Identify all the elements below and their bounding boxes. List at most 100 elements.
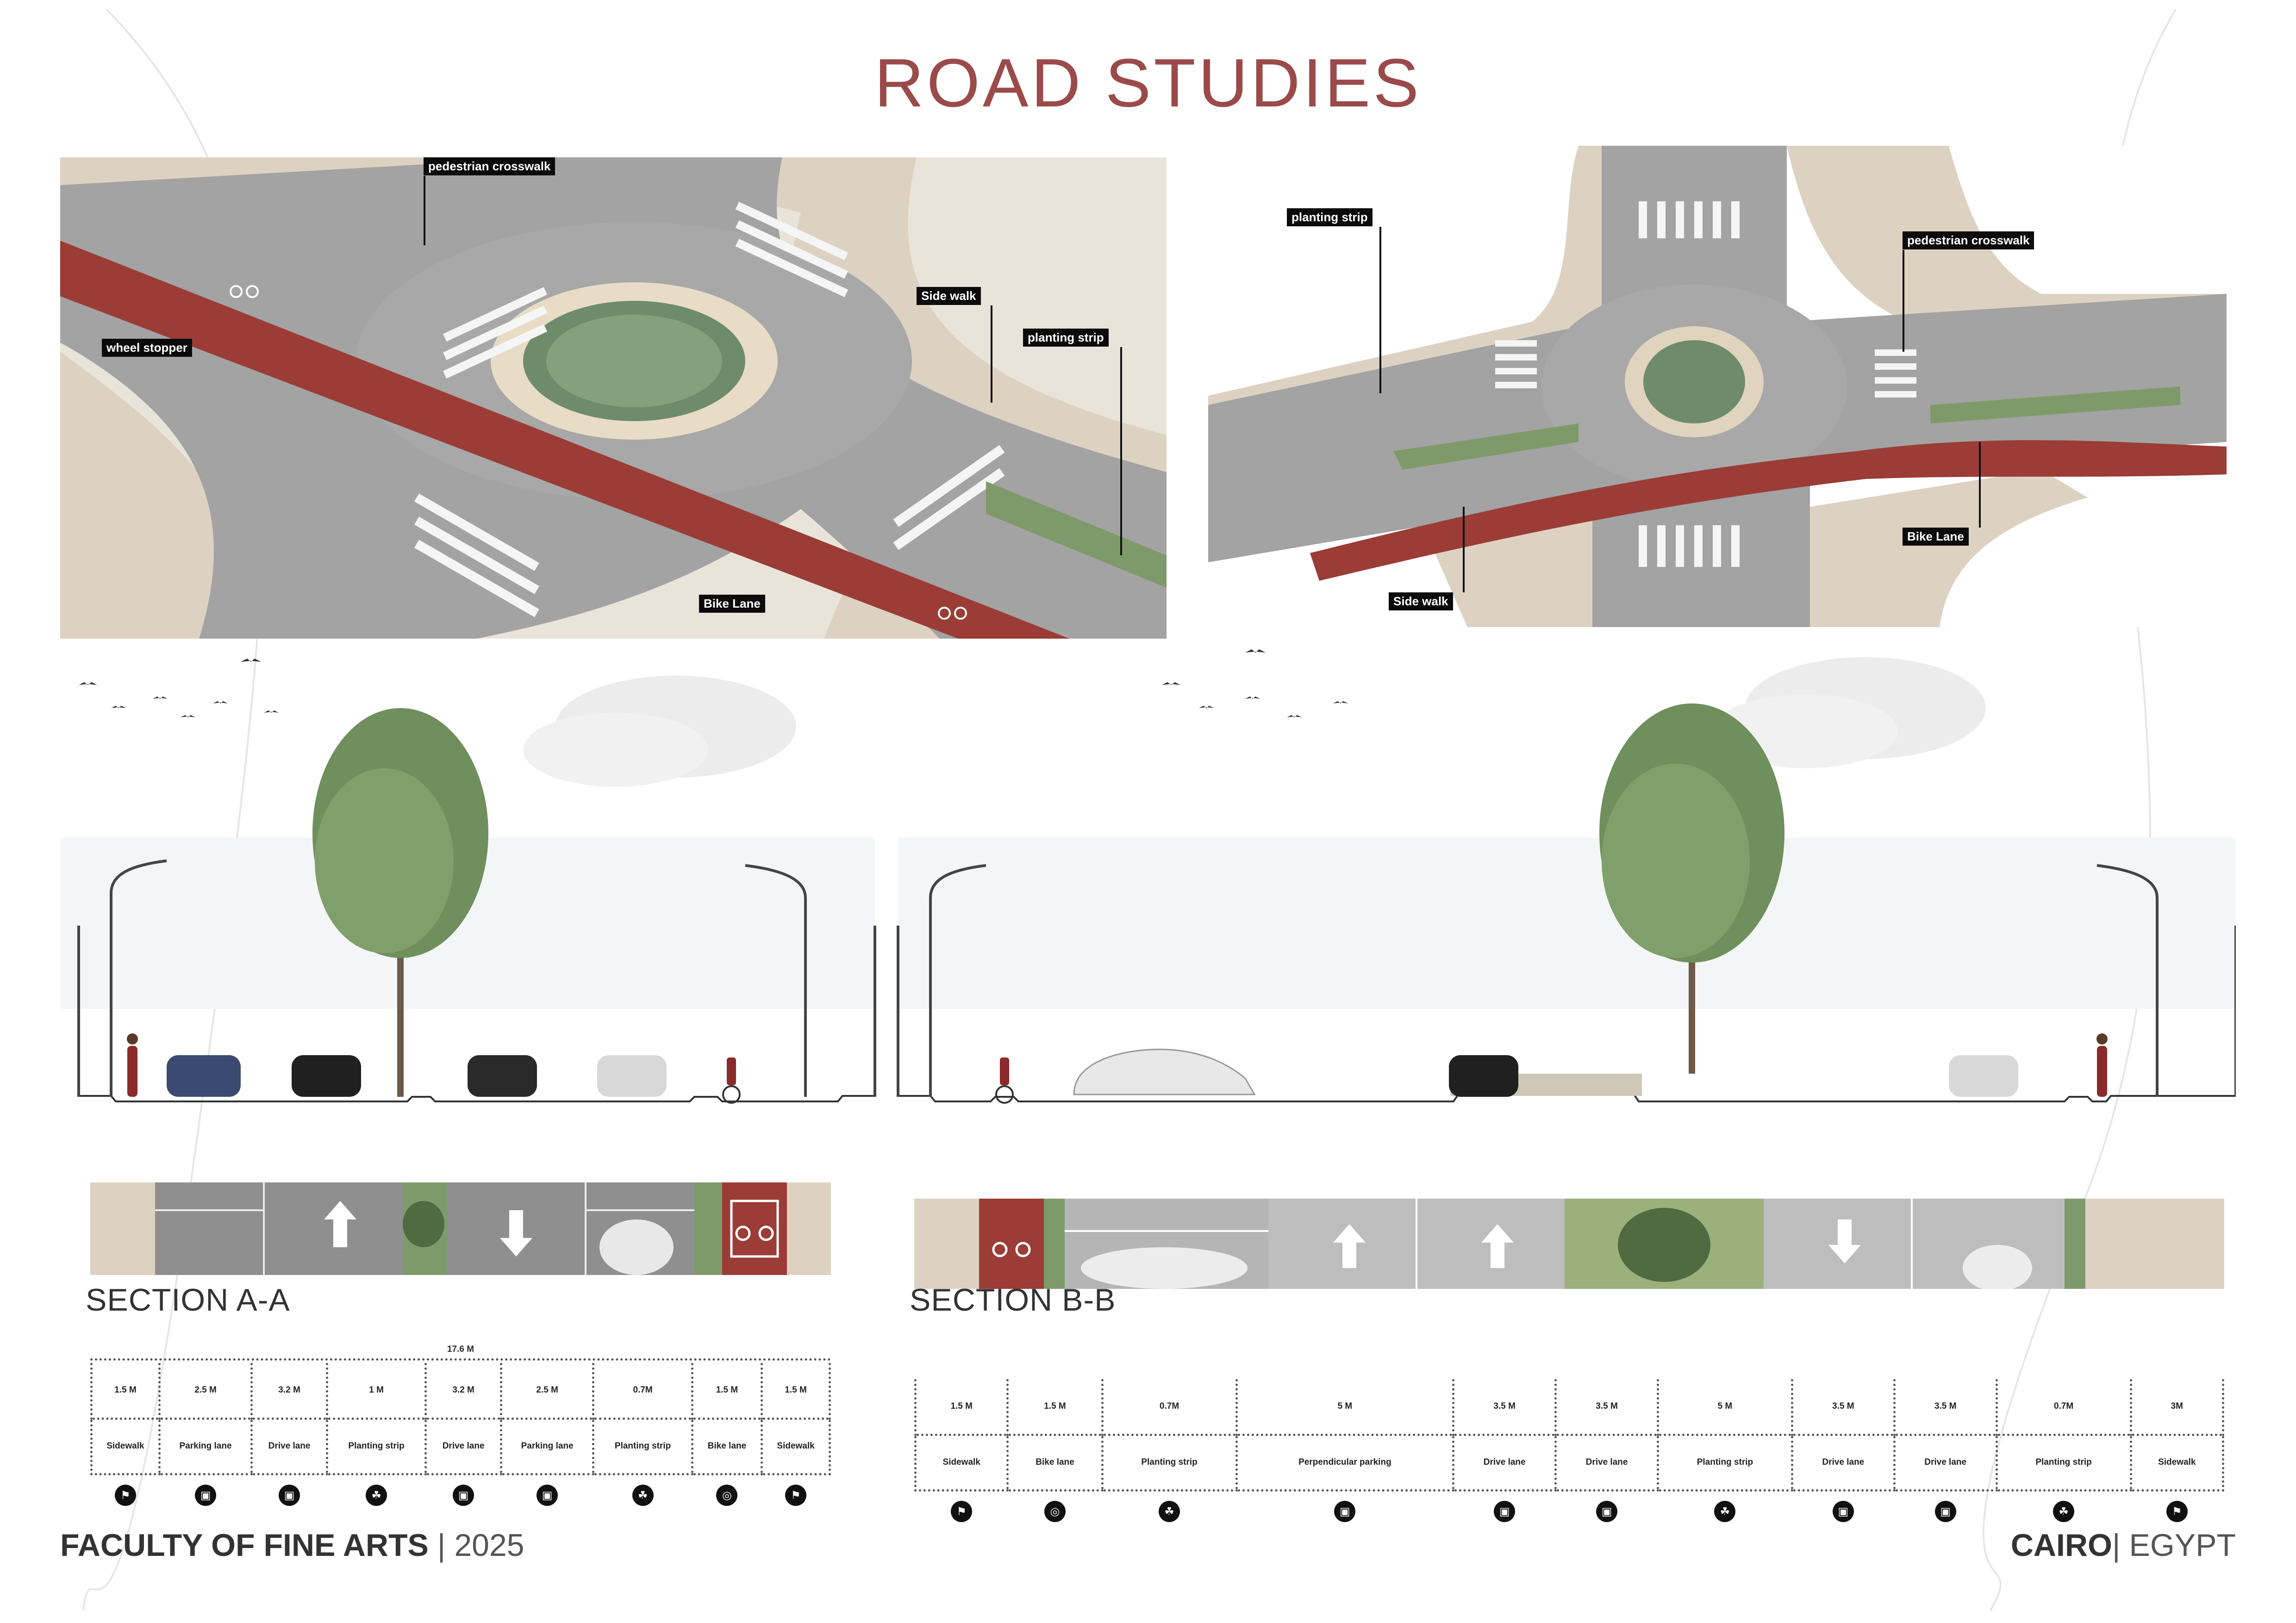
dimension-label: Planting strip [1101,1433,1236,1492]
dimension-width: 0.7M [1995,1379,2131,1435]
dimension-icon-cell: ▣ [426,1474,501,1516]
dimension-icon-cell: ▣ [159,1474,251,1516]
dimension-label: Drive lane [424,1417,501,1475]
dimension-width: 3.5 M [1554,1379,1658,1435]
footer-city: CAIRO [2010,1528,2112,1563]
dimension-label: Sidewalk [761,1417,831,1475]
dimension-icon-cell: ▣ [1792,1490,1894,1532]
dimension-label: Bike lane [691,1417,762,1475]
plan-strip-section-b [914,1199,2224,1289]
callout-planting-strip: planting strip [1287,208,1373,226]
dimension-label: Planting strip [1656,1433,1792,1492]
dimension-icon-row: ⚑ ◎ ☘ ▣ ▣ ▣ ☘ ▣ ▣ ☘ ⚑ [916,1490,2223,1532]
section-a-total-width: 17.6 M [447,1344,474,1354]
car-icon: ▣ [1334,1501,1356,1523]
bike-icon: ◎ [716,1485,738,1506]
section-a-total-line [90,1358,831,1361]
callout-pedestrian-crosswalk: pedestrian crosswalk [1903,231,2034,249]
leader-line [1903,250,1904,352]
dimension-label: Sidewalk [914,1433,1008,1492]
footer-separator: | [2112,1528,2121,1563]
dimension-label: Drive lane [1452,1433,1556,1492]
dimension-width: 1.5 M [1006,1379,1103,1435]
dimension-label: Planting strip [592,1417,693,1475]
plan-left-drawing [60,157,1167,639]
dimension-label: Bike lane [1006,1433,1103,1492]
plan-right-intersection: planting strip pedestrian crosswalk Bike… [1208,146,2227,627]
dimension-label: Sidewalk [2129,1433,2224,1492]
car-icon: ▣ [537,1485,558,1506]
dimension-icon-cell: ▣ [1556,1490,1658,1532]
cars-section-b [1073,1049,2018,1097]
dimension-label: Perpendicular parking [1235,1433,1454,1492]
dimension-icon-cell: ▣ [1236,1490,1454,1532]
leader-line [1120,347,1122,555]
plant-icon: ☘ [632,1485,654,1506]
footer-location: CAIRO| EGYPT [2011,1527,2236,1563]
dimension-label: Planting strip [1995,1433,2131,1492]
elevation-section-a [60,708,876,1104]
dimension-label: Drive lane [250,1417,327,1475]
dimension-icon-cell: ☘ [327,1474,425,1516]
plant-icon: ☘ [1159,1501,1180,1523]
leader-line [1379,227,1381,393]
dimension-width: 1.5 M [761,1363,831,1418]
section-a-title: SECTION A-A [86,1282,290,1318]
dimension-width: 5 M [1656,1379,1792,1435]
dimension-icon-cell: ◎ [692,1474,761,1516]
institution-name: FACULTY OF FINE ARTS [60,1528,429,1563]
dimension-icon-cell: ▣ [252,1474,327,1516]
pedestrian-icon: ⚑ [951,1501,973,1523]
dimension-icon-cell: ☘ [1102,1490,1236,1532]
birds-left [79,659,279,717]
callout-side-walk: Side walk [1389,592,1453,610]
dimension-icon-row: ⚑ ▣ ▣ ☘ ▣ ▣ ☘ ◎ ⚑ [92,1474,830,1516]
birds-right [1162,649,1348,717]
dimension-icon-cell: ◎ [1008,1490,1102,1532]
bike-icon: ◎ [1044,1501,1066,1523]
pedestrian-icon: ⚑ [2166,1501,2188,1523]
car-icon: ▣ [1596,1501,1618,1523]
street-elevations [60,649,2236,1104]
plant-icon: ☘ [366,1485,387,1506]
car-icon: ▣ [1934,1501,1956,1523]
callout-wheel-stopper: wheel stopper [102,339,192,357]
dimension-icon-cell: ☘ [1658,1490,1792,1532]
plan-right-drawing [1208,146,2227,627]
dimension-width: 2.5 M [499,1363,593,1418]
footer-separator: | [437,1528,446,1563]
callout-bike-lane: Bike Lane [1903,528,1969,546]
dimension-label: Planting strip [325,1417,426,1475]
dimension-width: 1.5 M [691,1363,762,1418]
dimension-icon-cell: ☘ [1997,1490,2131,1532]
leader-line [424,176,425,245]
dimension-icon-cell: ⚑ [92,1474,160,1516]
page-title: ROAD STUDIES [874,45,1422,121]
dimension-width: 0.7M [592,1363,693,1418]
dimension-width: 3.5 M [1791,1379,1895,1435]
plan-strip-section-a [90,1182,831,1275]
car-icon: ▣ [1494,1501,1516,1523]
callout-planting-strip: planting strip [1023,329,1109,347]
dimension-width: 3M [2129,1379,2224,1435]
pedestrian-icon: ⚑ [785,1485,807,1506]
dimension-icon-cell: ☘ [593,1474,692,1516]
dimension-width: 2.5 M [158,1363,252,1418]
dimension-label: Parking lane [499,1417,593,1475]
car-icon: ▣ [453,1485,474,1506]
section-b-title: SECTION B-B [910,1282,1116,1318]
callout-pedestrian-crosswalk: pedestrian crosswalk [424,157,555,175]
dimension-label: Parking lane [158,1417,252,1475]
car-icon: ▣ [1832,1501,1854,1523]
dimension-width: 3.2 M [424,1363,501,1418]
car-icon: ▣ [195,1485,217,1506]
dimension-width: 1.5 M [914,1379,1008,1435]
dimension-label: Drive lane [1893,1433,1997,1492]
dimension-icon-cell: ▣ [501,1474,593,1516]
elevation-section-b [897,703,2236,1104]
